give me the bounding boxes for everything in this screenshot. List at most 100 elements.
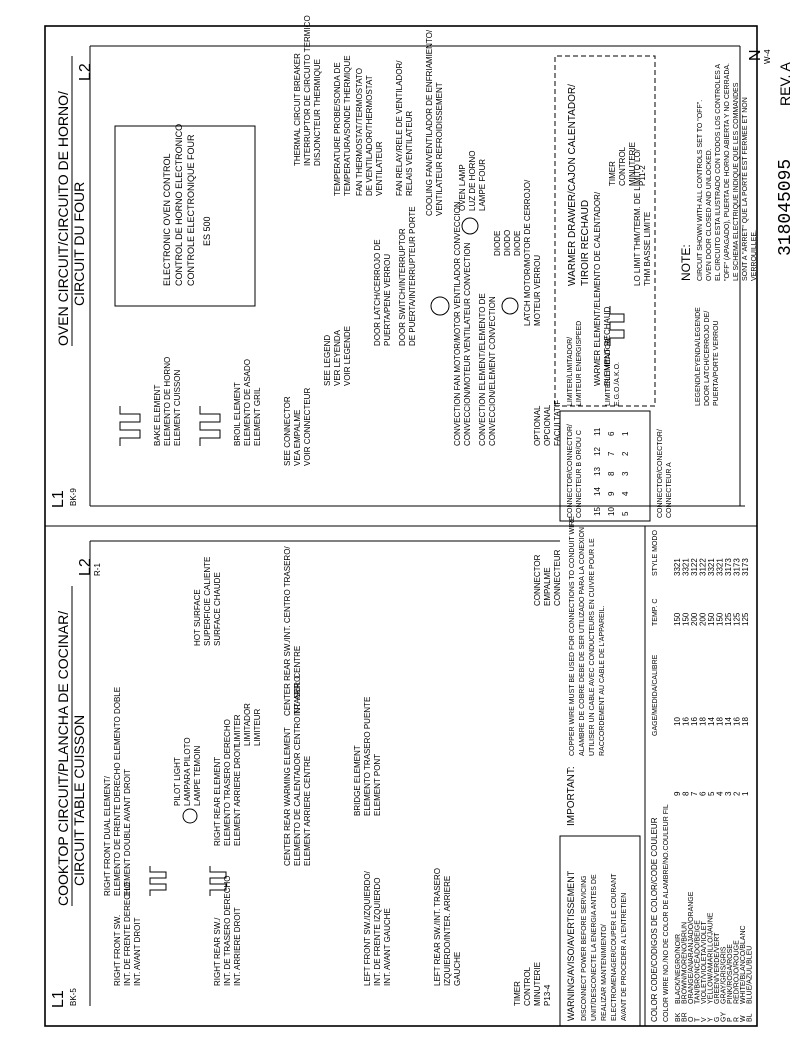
rr-elem-1: RIGHT REAR ELEMENT — [213, 757, 222, 846]
connector-1: CONNECTOR — [533, 554, 542, 606]
latch-motor-2: MOTEUR VERROU — [533, 255, 542, 326]
connector-pin-number: 6 — [607, 431, 616, 436]
note-line-1: CIRCUIT SHOWN WITH ALL CONTROLS SET TO "… — [697, 100, 704, 281]
control-label-1: ELECTRONIC OVEN CONTROL — [162, 153, 172, 286]
connector-pin-number: 9 — [607, 491, 616, 496]
connector-pin-number: 8 — [607, 471, 616, 476]
oven-lamp-symbol — [461, 217, 479, 235]
latch-legend-1: LEGEND/LEYENDA/LEGENDE — [695, 307, 702, 406]
wire-no: 8 — [682, 791, 691, 796]
color-code-abbr: P — [727, 1017, 734, 1022]
cooktop-l1-label: L1 — [50, 990, 67, 1008]
diode-3: DIODE — [513, 231, 522, 256]
wire-gauge: 10 — [673, 717, 682, 726]
rf-elem-2: ELEMENTO DE FRENTE DERECHO ELEMENTO DOBL… — [113, 687, 122, 896]
timer-4: P11-2 — [638, 165, 647, 186]
lr-sw-3: GAUCHE — [453, 952, 462, 986]
color-code-abbr: GY — [721, 1012, 728, 1022]
wire-gauge: 14 — [707, 717, 716, 726]
connector-pin-number: 2 — [621, 451, 630, 456]
wire-style: 3173 — [733, 558, 742, 576]
rf-elem-3: ELEMENT DOUBLE AVANT DROIT — [123, 769, 132, 896]
oven-circuit: OVEN CIRCUIT/CIRCUITO DE HORNO/ CIRCUIT … — [50, 15, 796, 508]
cooktop-r1-label: R-1 — [93, 563, 102, 576]
wire-temp: 125 — [741, 612, 750, 626]
wire-style: 3321 — [707, 558, 716, 576]
temp-head: TEMP. C — [652, 599, 659, 627]
color-rows: BKBLACK/NEGRO/NOIRBRBROWN/MORENO/BRUNOOR… — [675, 891, 754, 1022]
oven-title: OVEN CIRCUIT/CIRCUITO DE HORNO/ — [55, 91, 71, 346]
hot-surface-3: SURFACE CHAUDE — [213, 572, 222, 646]
fan-relay-1: FAN RELAY/RELE DE VENTILADOR/ — [395, 60, 404, 196]
wire-style: 3321 — [716, 558, 725, 576]
rf-elem-1: RIGHT FRONT DUAL ELEMENT/ — [103, 775, 112, 896]
see-connector-2: VEA EMPALME — [293, 410, 302, 466]
center-elem-2: ELEMENTO DE CALENTADOR CENTRO TRASERO — [293, 676, 302, 866]
see-connector-3: VOIR CONNECTEUR — [303, 388, 312, 466]
color-code-name: BLUE/AZUL/BLEU — [747, 946, 754, 1004]
conv-fan-1: CONVECTION FAN MOTOR/MOTOR VENTILADOR CO… — [453, 201, 462, 446]
warmer-element-symbol — [609, 306, 625, 346]
oven-l1-label: L1 — [50, 490, 67, 508]
timer-3: MINUTERIE — [628, 142, 637, 186]
important-line-3: UTILISER UN CABLE AVEC CONDUCTEURS EN CU… — [589, 538, 596, 756]
limit-1: LIMITER/LIMITADOR/ — [567, 337, 574, 406]
fan-thermo-3: VENTILATEUR — [375, 141, 384, 196]
color-code-name: VIOLET/VIOLETA/VIOLET — [701, 921, 708, 1004]
thermal-2: INTERRUPTOR DE CIRCUITO TERMICO — [303, 15, 312, 166]
cooktop-title-2: CIRCUIT TABLE CUISSON — [71, 715, 87, 886]
note-line-3: EL CIRCUITO ESTA ILUSTRADO CON TODOS LOS… — [715, 64, 722, 281]
color-code-name: TAN/BRONCEADO/BEIGE — [695, 920, 702, 1004]
color-code-name: YELLOW/AMARILLO/JAUNE — [708, 912, 715, 1004]
bake-label-3: ELEMENT CUISSON — [173, 369, 182, 446]
conn-title-4: CONNECTEUR A — [666, 462, 673, 518]
limiter-3: LIMITEUR — [253, 708, 262, 746]
limiter-1: LIMITER — [233, 714, 242, 746]
color-code-name: GREEN/VERDE/VERT — [714, 932, 721, 1004]
oven-w4-label: W-4 — [763, 49, 772, 64]
broil-label-1: BROIL ELEMENT — [233, 382, 242, 446]
rf-sw-3: INT. AVANT DROIT — [133, 917, 142, 986]
latch-motor-symbol — [501, 297, 519, 315]
rr-elem-3: ELEMENT ARRIERE DROIT — [233, 744, 242, 846]
oven-lamp-3: LAMPE FOUR — [478, 159, 487, 211]
rr-elem-2: ELEMENTO TRASERO DERECHO — [223, 719, 232, 846]
connector-pin-number: 13 — [593, 467, 602, 476]
bake-label-2: ELEMENTO DE HORNO — [163, 357, 172, 446]
warmer-elem-2: ELEMENT RECHAUD — [603, 306, 612, 386]
hot-surface-1: HOT SURFACE — [193, 589, 202, 646]
connector-legend: CONNECTOR/CONNECTOR/ CONNECTEUR B OR/OU … — [559, 321, 673, 522]
wire-temp: 125 — [724, 612, 733, 626]
note-heading: NOTE: — [679, 244, 693, 281]
cooling-fan-2: VENTILATEUR REFROIDISSEMENT — [435, 82, 444, 216]
color-code-abbr: BR — [682, 1012, 689, 1022]
wire-no: 9 — [673, 791, 682, 796]
cooling-fan-1: COOLING FAN/VENTILADOR DE ENFRIAMIENTO/ — [425, 29, 434, 216]
warmer-title-2: TIROIR RECHAUD — [580, 200, 591, 286]
wire-gauge: 14 — [724, 717, 733, 726]
important-label: IMPORTANT: — [566, 766, 577, 826]
timer-2: CONTROL — [618, 146, 627, 186]
color-table-title: COLOR CODE/CODIGOS DE COLOR/CODE COULEUR — [650, 817, 659, 1022]
pilot-3: LAMPE TEMOIN — [193, 745, 202, 806]
gauge-head: GAGE/MEDIDA/CALIBRE — [652, 654, 659, 736]
important-line-4: RACCORDEMENT AU CABLE DE L'APPAREIL. — [599, 605, 606, 756]
rr-sw-3: INT. ARRIERE DROIT — [233, 907, 242, 986]
lo-limit-1: LO LIMIT THM/TERM. DE LIMITO LO/ — [633, 148, 642, 286]
pilot-2: LAMPARA PILOTO — [183, 737, 192, 806]
bridge-3: ELEMENT PONT — [373, 754, 382, 816]
wire-style: 3173 — [741, 558, 750, 576]
cooktop-l2-label: L2 — [77, 558, 94, 576]
latch-legend-3: PUERTA/PORTE VERROU — [713, 320, 720, 406]
see-legend-1: SEE LEGEND — [323, 335, 332, 386]
warning-line-5: AVANT DE PROCEDER A L'ENTRETIEN — [621, 893, 628, 1021]
color-code-name: WHITE/BLANCO/BLANC — [740, 925, 747, 1004]
color-code-abbr: T — [695, 1017, 702, 1022]
thermal-3: DISJONCTEUR THERMIQUE — [313, 59, 322, 166]
wire-temp: 150 — [707, 612, 716, 626]
note-line-4: "OFF" (APAGADO), PUERTA DE HORNO ABIERTA… — [724, 63, 731, 281]
cooktop-timer-1: TIMER — [513, 981, 522, 1006]
note-line-5: LE SCHEMA ELECTRIQUE INDIQUE QUE LES COM… — [733, 82, 740, 281]
